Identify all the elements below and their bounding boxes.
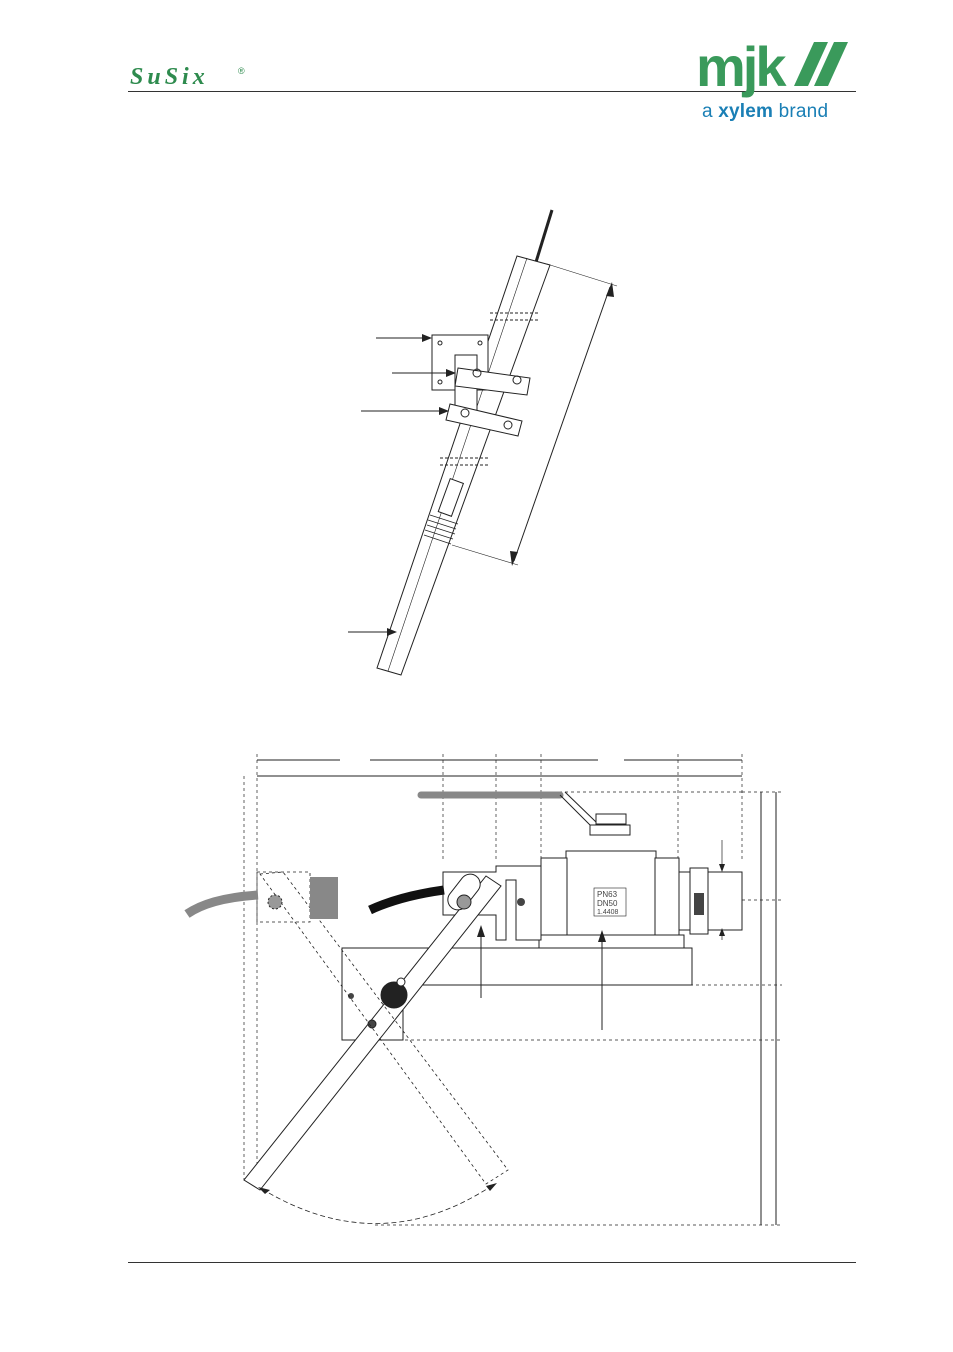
- sensor-cable-right: [370, 890, 444, 910]
- swing-arc: [262, 1185, 493, 1224]
- valve-marking-line-2: DN50: [597, 899, 618, 908]
- valve-union-left: [541, 858, 567, 938]
- valve-stem-nut: [596, 814, 626, 824]
- valve-union-right: [655, 858, 679, 938]
- footer-rule: [128, 1262, 856, 1263]
- valve-marking-line-1: PN63: [597, 890, 618, 899]
- wall-hatch: [310, 877, 338, 919]
- valve-marking-line-3: 1.4408: [597, 909, 619, 916]
- sensor-cable-left: [187, 895, 258, 914]
- pipe-spigot: [679, 872, 742, 930]
- swing-arm: [244, 876, 501, 1190]
